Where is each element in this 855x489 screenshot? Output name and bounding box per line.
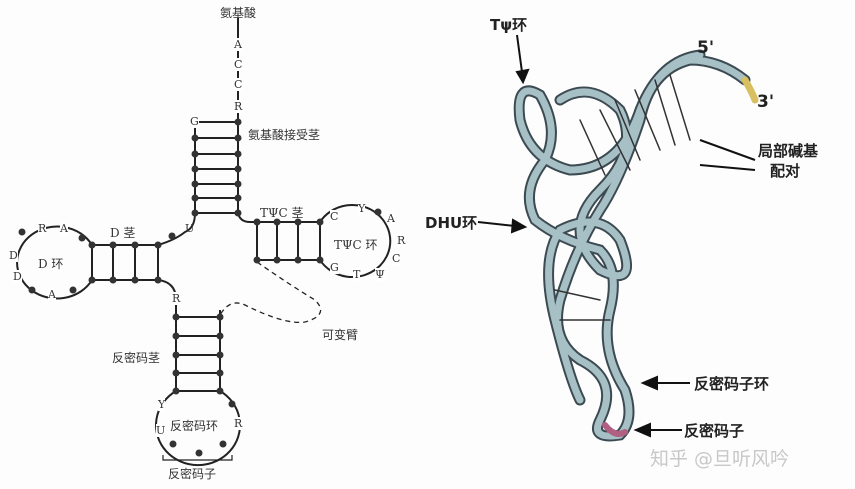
anticodon-label-right: 反密码子 xyxy=(684,422,745,440)
tail-nt: C xyxy=(234,78,243,91)
anticodon-label: 反密码子 xyxy=(168,467,217,481)
tpc-nt: Y xyxy=(358,202,366,215)
tpc-loop-label: TΨC 环 xyxy=(334,238,378,252)
nucleotide xyxy=(316,218,324,226)
nucleotide xyxy=(88,276,96,284)
nucleotide xyxy=(216,351,224,359)
nucleotide xyxy=(88,241,96,249)
d-nt: D xyxy=(13,270,22,283)
nucleotide xyxy=(172,351,180,359)
nucleotide xyxy=(228,400,236,408)
nucleotide xyxy=(219,440,227,448)
anticodon-r: R xyxy=(172,292,181,305)
nucleotide xyxy=(216,369,224,377)
nucleotide xyxy=(374,208,382,216)
nucleotide xyxy=(109,276,117,284)
tertiary-structure-ribbon xyxy=(519,49,759,436)
amino-acid-label: 氨基酸 xyxy=(220,6,257,20)
d-nt: A xyxy=(48,288,56,301)
cloverleaf-structure xyxy=(16,18,392,466)
nucleotide xyxy=(234,150,242,158)
tpc-nt: C xyxy=(392,252,401,265)
d-nt: D xyxy=(9,249,18,262)
nucleotide xyxy=(216,313,224,321)
nucleotide xyxy=(273,256,281,264)
tail-nt: R xyxy=(234,100,243,113)
tpc-nt: A xyxy=(387,212,395,225)
nucleotide xyxy=(109,241,117,249)
nucleotide xyxy=(216,332,224,340)
label-arrows xyxy=(477,34,756,438)
u-label: U xyxy=(185,222,195,235)
anticodon-nt: U xyxy=(156,424,166,437)
nucleotide xyxy=(172,332,180,340)
d-nt: A xyxy=(60,222,68,235)
nucleotide xyxy=(195,449,203,457)
tpc-nt: R xyxy=(397,234,406,247)
three-prime-label: 3' xyxy=(757,92,775,112)
anticodon-nt: Y xyxy=(158,398,166,411)
nucleotide xyxy=(18,228,26,236)
nucleotide xyxy=(154,241,162,249)
tail-nt: A xyxy=(234,38,242,51)
anticodon-nt: R xyxy=(234,417,243,430)
d-nt: R xyxy=(38,222,47,235)
nucleotide xyxy=(131,241,139,249)
local-pairing-label: 局部碱基 xyxy=(758,142,819,160)
nucleotide xyxy=(172,387,180,395)
nucleotide xyxy=(234,209,242,217)
nucleotide xyxy=(273,218,281,226)
nucleotide xyxy=(191,194,199,202)
acceptor-g: G xyxy=(190,115,199,128)
nucleotide-dots xyxy=(18,118,382,457)
nucleotide xyxy=(234,180,242,188)
nucleotide xyxy=(294,256,302,264)
acceptor-stem-label: 氨基酸接受茎 xyxy=(248,128,321,142)
nucleotide xyxy=(191,180,199,188)
nucleotide xyxy=(234,194,242,202)
nucleotide xyxy=(234,165,242,173)
five-prime-label: 5' xyxy=(697,38,715,58)
tpc-stem-label: TΨC 茎 xyxy=(260,206,304,220)
nucleotide xyxy=(154,276,162,284)
nucleotide xyxy=(168,232,176,240)
nucleotide xyxy=(216,387,224,395)
tpc-nt: G xyxy=(330,261,339,274)
nucleotide xyxy=(234,134,242,142)
anticodon-stem-label: 反密码茎 xyxy=(112,351,161,365)
nucleotide xyxy=(191,165,199,173)
d-loop-label: D 环 xyxy=(38,257,64,271)
nucleotide xyxy=(169,440,177,448)
nucleotide xyxy=(69,286,77,294)
nucleotide xyxy=(294,218,302,226)
dhu-loop-label: DHU环 xyxy=(425,214,478,232)
tpsi-loop-label: Tψ环 xyxy=(490,16,528,34)
local-pairing-label-2: 配对 xyxy=(770,162,801,180)
nucleotide xyxy=(191,150,199,158)
anticodon-loop-label: 反密码环 xyxy=(170,419,219,433)
watermark: 知乎 @旦听风吟 xyxy=(650,448,790,470)
nucleotide xyxy=(78,234,86,242)
nucleotide xyxy=(253,218,261,226)
variable-arm-label: 可变臂 xyxy=(322,328,359,342)
tail-nt: C xyxy=(234,58,243,71)
tpc-nt: C xyxy=(330,210,339,223)
nucleotide xyxy=(253,256,261,264)
nucleotide xyxy=(191,134,199,142)
nucleotide xyxy=(172,369,180,377)
anticodon-loop-label-right: 反密码子环 xyxy=(694,375,770,393)
nucleotide xyxy=(28,286,36,294)
tpc-nt: T xyxy=(353,268,361,281)
nucleotide xyxy=(316,256,324,264)
nucleotide xyxy=(172,313,180,321)
nucleotide xyxy=(234,118,242,126)
nucleotide xyxy=(131,276,139,284)
d-stem-label: D 茎 xyxy=(110,226,136,240)
tpc-nt: Ψ xyxy=(375,268,385,281)
nucleotide xyxy=(191,209,199,217)
